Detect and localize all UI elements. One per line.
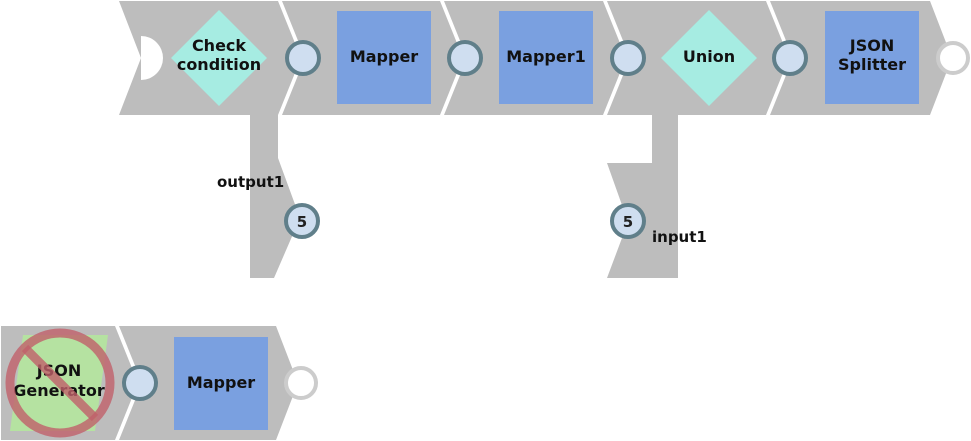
- snap-mapper1[interactable]: Mapper1: [499, 11, 593, 104]
- output1-view[interactable]: output1 5: [217, 173, 320, 239]
- top-ports: [285, 40, 970, 76]
- mapper-output-port[interactable]: [447, 40, 483, 76]
- bottom-mapper-square[interactable]: [174, 337, 268, 430]
- check-condition-diamond[interactable]: [171, 10, 267, 106]
- union-diamond[interactable]: [661, 10, 757, 106]
- json-splitter-label-line2: Splitter: [838, 55, 906, 74]
- disabled-icon: [5, 328, 115, 438]
- check-condition-label-line1: Check: [192, 36, 246, 55]
- mapper-square[interactable]: [337, 11, 431, 104]
- union-output-port[interactable]: [772, 40, 808, 76]
- json-splitter-square[interactable]: [825, 11, 919, 104]
- output1-port-badge[interactable]: [284, 203, 320, 239]
- snap-json-generator[interactable]: JSON Generator: [5, 328, 115, 438]
- mapper1-square[interactable]: [499, 11, 593, 104]
- bottom-mapper-label: Mapper: [187, 373, 255, 392]
- open-input-notch: [141, 36, 163, 80]
- check-condition-output-port[interactable]: [285, 40, 321, 76]
- snap-bottom-mapper[interactable]: Mapper: [174, 337, 268, 430]
- input1-port-badge[interactable]: [610, 203, 646, 239]
- json-generator-label-line2: Generator: [13, 381, 105, 400]
- snap-json-splitter[interactable]: JSON Splitter: [825, 11, 919, 104]
- input1-label: input1: [652, 228, 707, 246]
- json-splitter-open-output-port[interactable]: [936, 41, 970, 75]
- mapper1-output-port[interactable]: [610, 40, 646, 76]
- snap-mapper[interactable]: Mapper: [337, 11, 431, 104]
- output1-label: output1: [217, 173, 284, 191]
- bottom-mapper-open-output-port[interactable]: [284, 366, 318, 400]
- check-condition-label-line2: condition: [177, 55, 261, 74]
- input1-view[interactable]: 5 input1: [610, 203, 707, 246]
- mapper1-label: Mapper1: [506, 47, 586, 66]
- mapper-label: Mapper: [350, 47, 418, 66]
- output1-branch-track: [250, 115, 300, 278]
- json-splitter-label-line1: JSON: [849, 36, 894, 55]
- snap-check-condition[interactable]: Check condition: [171, 10, 267, 106]
- union-label: Union: [683, 47, 735, 66]
- input1-branch-track: [607, 115, 678, 278]
- output1-badge-count: 5: [297, 213, 307, 231]
- json-generator-output-port[interactable]: [122, 365, 158, 401]
- snap-union[interactable]: Union: [661, 10, 757, 106]
- input1-badge-count: 5: [623, 213, 633, 231]
